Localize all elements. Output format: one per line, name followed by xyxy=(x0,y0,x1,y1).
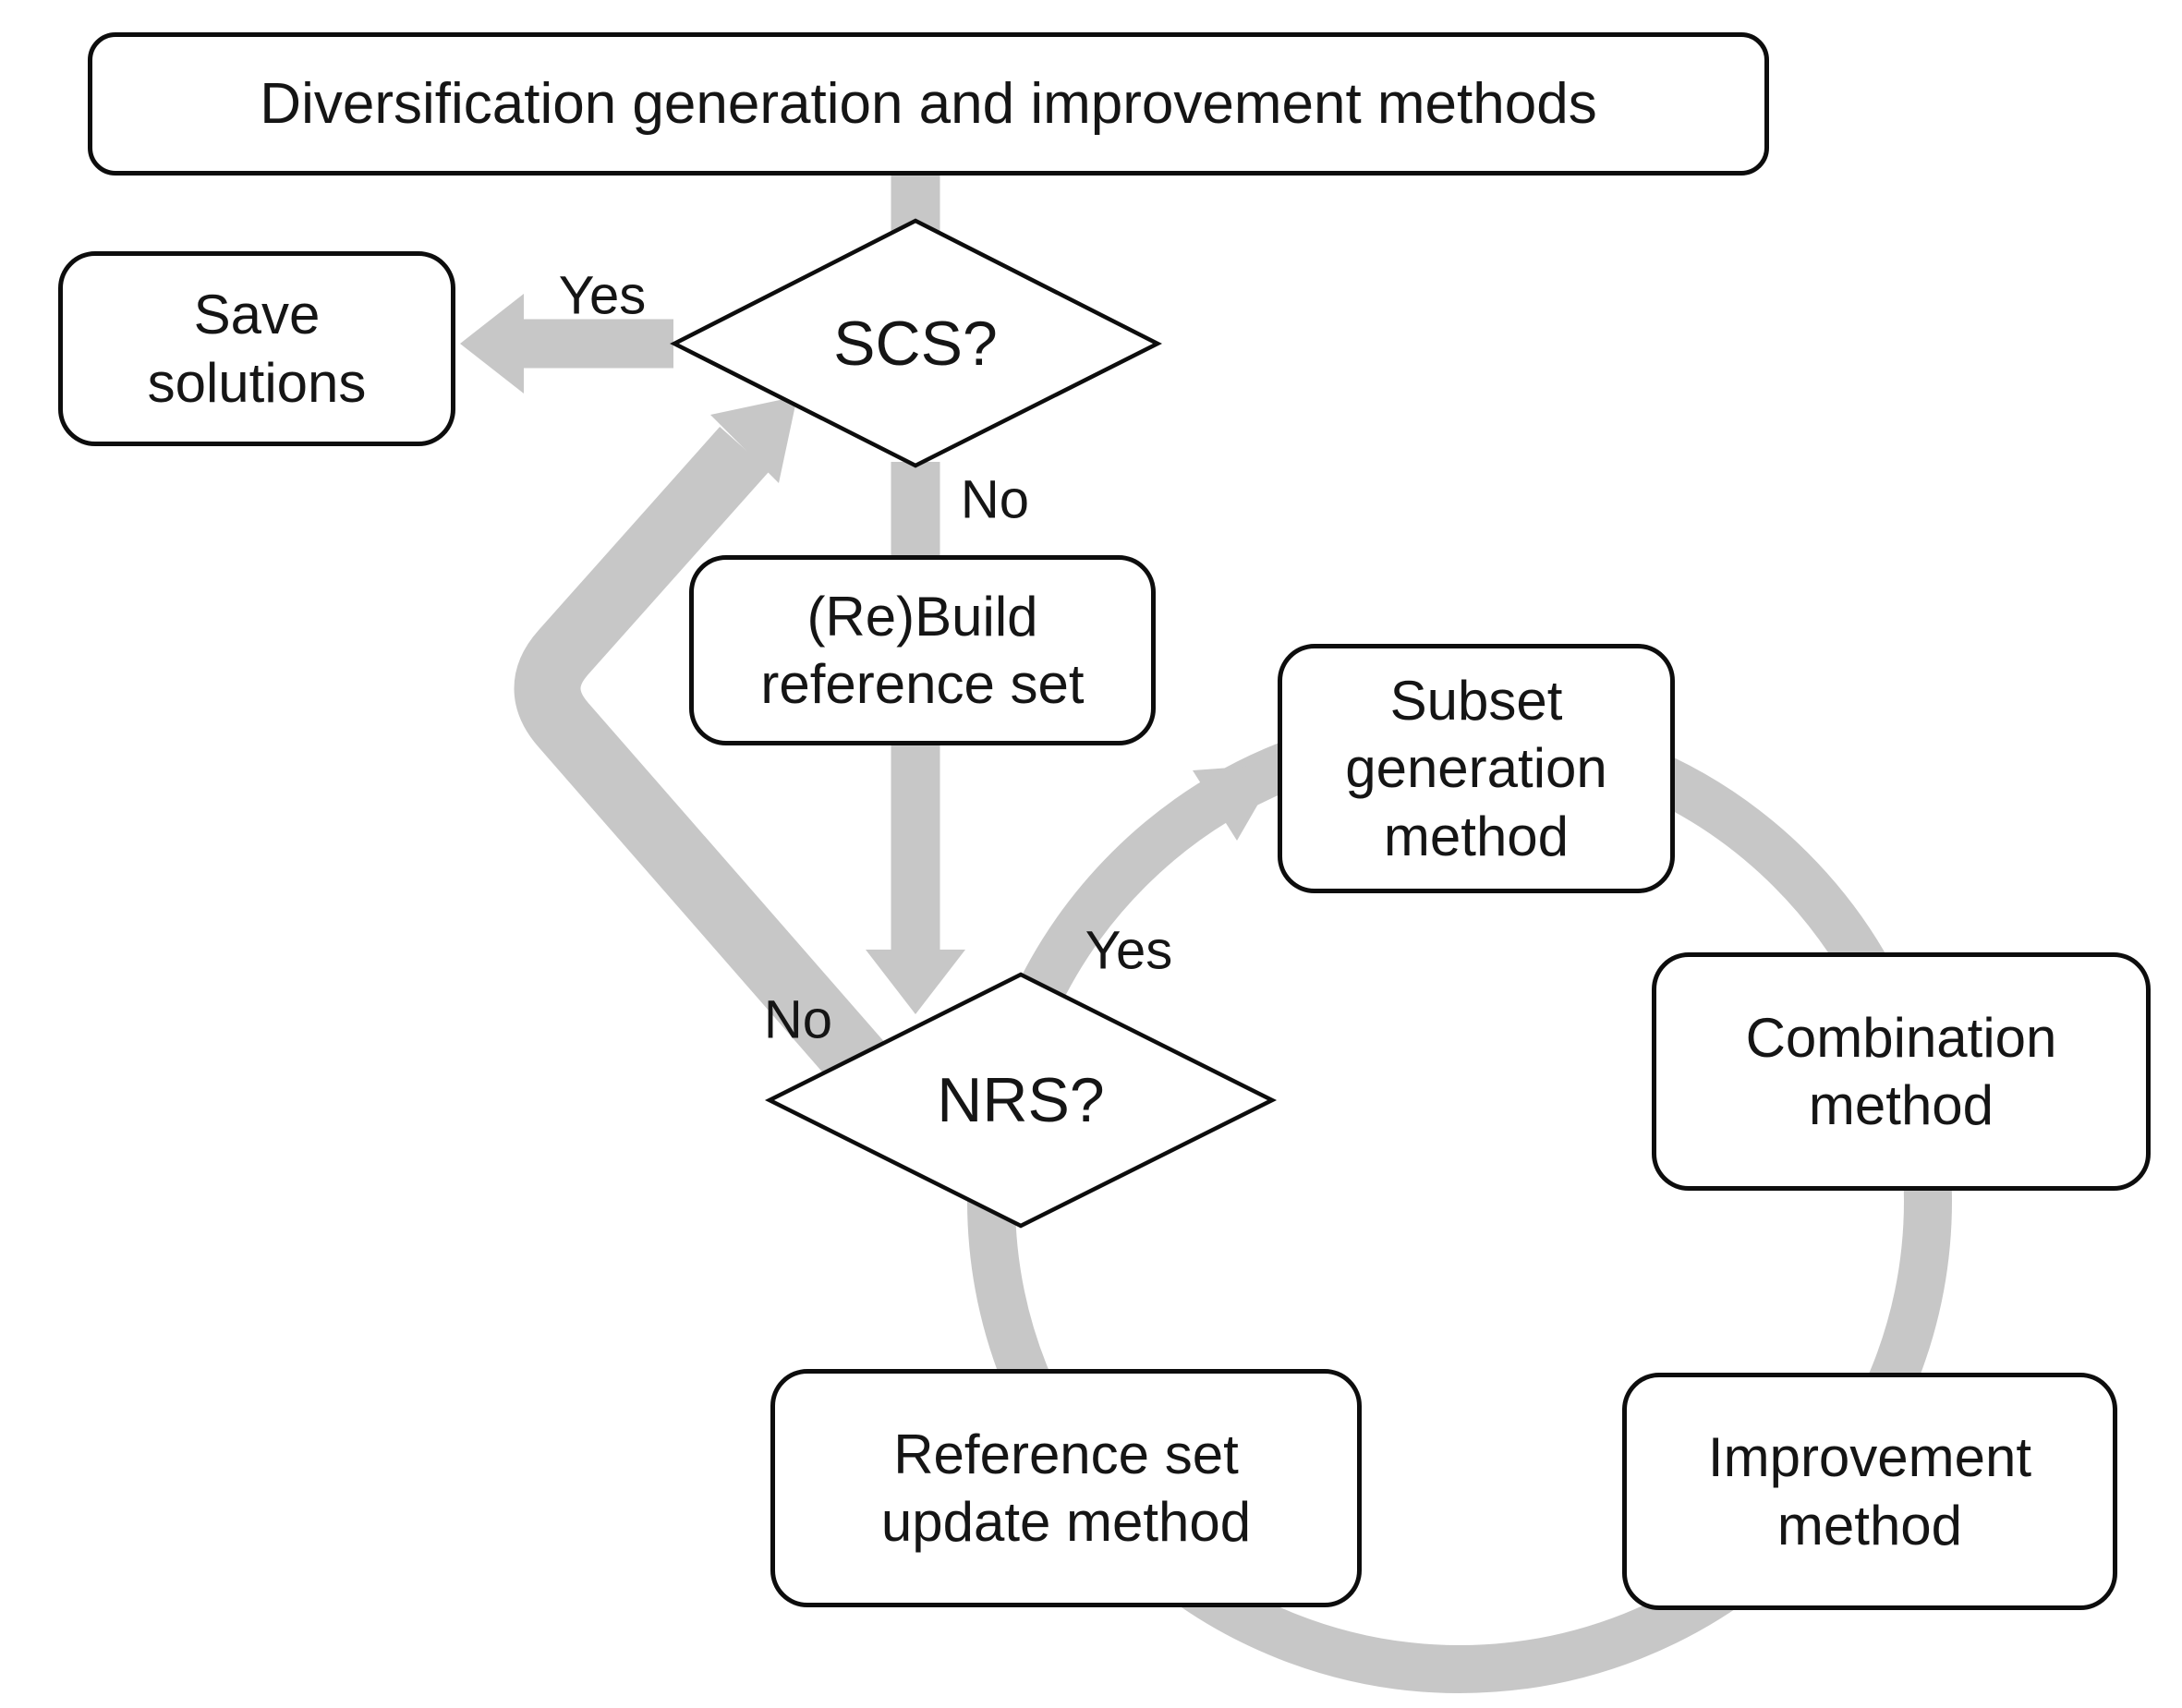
nrs-decision-label: NRS? xyxy=(937,1065,1105,1135)
nrs-yes-label: Yes xyxy=(1085,920,1173,981)
scs-no-label: No xyxy=(960,469,1030,530)
save-solutions-box: Save solutions xyxy=(58,251,455,446)
subset-line2: generation xyxy=(1345,737,1607,800)
edge-scs-yes-arrowhead-icon xyxy=(460,294,524,394)
improvement-line2: method xyxy=(1776,1494,1963,1557)
refupdate-line1: Reference set xyxy=(893,1423,1239,1485)
scs-decision-label: SCS? xyxy=(833,309,998,379)
cycle-arrowhead-icon xyxy=(1193,764,1281,841)
subset-generation-box: Subset generation method xyxy=(1278,644,1675,893)
edge-nrs-no-shaft xyxy=(514,427,902,1105)
scs-diamond xyxy=(670,218,1162,468)
rebuild-line1: (Re)Build xyxy=(806,585,1038,648)
diversification-box: Diversification generation and improveme… xyxy=(88,32,1769,176)
subset-line1: Subset xyxy=(1389,670,1563,733)
combination-method-box: Combination method xyxy=(1652,952,2151,1191)
save-solutions-line2: solutions xyxy=(147,351,367,414)
nrs-diamond xyxy=(764,972,1278,1229)
scs-yes-label: Yes xyxy=(558,265,647,326)
subset-line3: method xyxy=(1383,805,1570,867)
combination-line2: method xyxy=(1808,1074,1994,1136)
save-solutions-line1: Save xyxy=(193,284,321,346)
improvement-method-box: Improvement method xyxy=(1622,1373,2117,1610)
refupdate-line2: update method xyxy=(880,1491,1252,1553)
rebuild-reference-set-box: (Re)Build reference set xyxy=(689,555,1156,745)
edge-rebuild-to-nrs-arrowhead-icon xyxy=(866,950,965,1014)
rebuild-line2: reference set xyxy=(760,653,1085,715)
improvement-line1: Improvement xyxy=(1707,1426,2032,1489)
reference-set-update-box: Reference set update method xyxy=(770,1369,1362,1607)
edge-nrs-no-arrowhead-icon xyxy=(710,396,797,483)
diversification-label: Diversification generation and improveme… xyxy=(260,71,1597,136)
combination-line1: Combination xyxy=(1745,1006,2057,1069)
nrs-no-label: No xyxy=(763,989,833,1050)
